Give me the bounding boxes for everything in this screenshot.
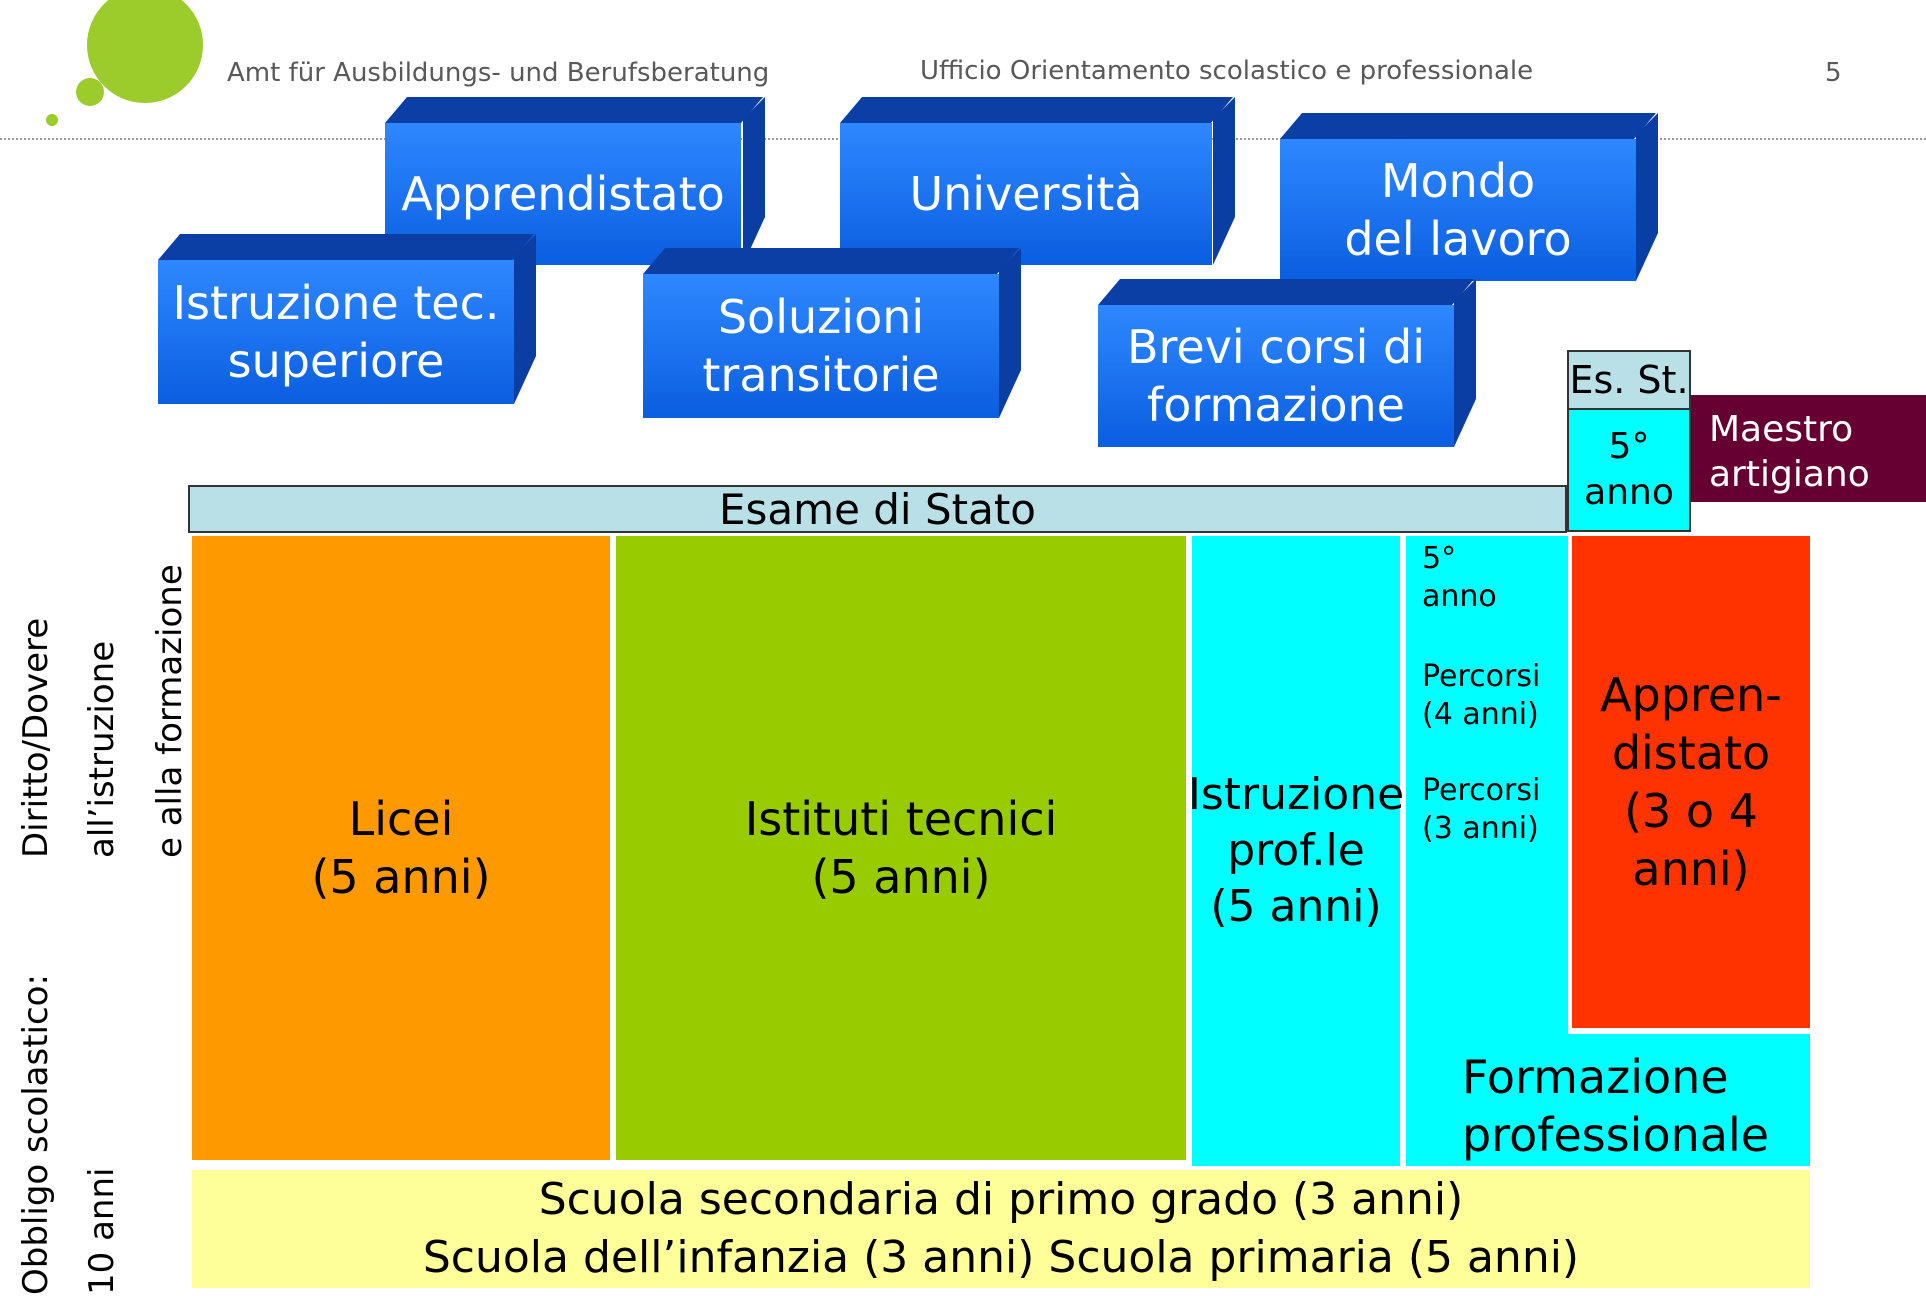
maestro-line1: Maestro	[1709, 409, 1854, 450]
percorsi4-line1: Percorsi	[1422, 659, 1541, 694]
formazione-quinto-line2: anno	[1422, 579, 1497, 614]
istituti-tecnici-block: Istituti tecnici (5 anni)	[616, 536, 1186, 1160]
base-line2: Scuola dell’infanzia (3 anni) Scuola pri…	[422, 1232, 1580, 1283]
mondo-label-line1: Mondo	[1380, 154, 1536, 208]
quinto-anno-top-line2: anno	[1584, 472, 1674, 513]
percorsi-4-anni: Percorsi (4 anni)	[1422, 658, 1540, 734]
appr-line2: distato	[1611, 726, 1771, 780]
percorsi4-line2: (4 anni)	[1422, 697, 1539, 732]
prof-line3: (5 anni)	[1210, 881, 1382, 932]
brevi-line1: Brevi corsi di	[1126, 320, 1426, 374]
label-all-istruzione: all’istruzione	[82, 640, 122, 858]
appr-line1: Appren-	[1600, 668, 1782, 722]
percorsi3-line1: Percorsi	[1422, 773, 1541, 808]
es-st-label: Es. St.	[1569, 358, 1689, 402]
prof-line1: Istruzione	[1187, 769, 1405, 820]
es-st-box: Es. St.	[1567, 350, 1691, 410]
appr-line4: anni)	[1632, 842, 1750, 896]
formazione-label-line2: professionale	[1462, 1108, 1770, 1162]
apprendistato-label: Apprendistato	[401, 167, 725, 221]
header-center-text: Ufficio Orientamento scolastico e profes…	[920, 56, 1534, 86]
label-dieci-anni: 10 anni	[82, 1167, 122, 1295]
brevi-line2: formazione	[1147, 378, 1405, 432]
formazione-quinto-anno: 5° anno	[1422, 540, 1497, 616]
formazione-label-line1: Formazione	[1462, 1050, 1729, 1104]
licei-line2: (5 anni)	[311, 850, 491, 904]
prof-line2: prof.le	[1227, 825, 1365, 876]
page-number: 5	[1825, 58, 1842, 88]
maestro-artigiano-box: Maestro artigiano	[1691, 395, 1926, 502]
formazione-bottom	[1406, 1034, 1810, 1166]
maestro-line2: artigiano	[1709, 454, 1870, 495]
appr-line3: (3 o 4	[1624, 784, 1758, 838]
box-brevi-corsi: Brevi corsi di formazione	[1098, 279, 1476, 447]
box-soluzioni-transitorie: Soluzioni transitorie	[643, 248, 1021, 418]
label-diritto-dovere: Diritto/Dovere	[16, 617, 56, 858]
esame-di-stato-bar: Esame di Stato	[188, 484, 1567, 534]
header-left-text: Amt für Ausbildungs- und Berufsberatung	[227, 58, 770, 88]
percorsi-3-anni: Percorsi (3 anni)	[1422, 772, 1540, 848]
licei-line1: Licei	[348, 792, 454, 846]
box-mondo-del-lavoro: Mondo del lavoro	[1280, 113, 1658, 281]
tecnici-line2: (5 anni)	[811, 850, 991, 904]
percorsi3-line2: (3 anni)	[1422, 811, 1539, 846]
istruzione-prof-block: Istruzione prof.le (5 anni)	[1188, 536, 1404, 1166]
mondo-label-line2: del lavoro	[1344, 212, 1572, 266]
universita-label: Università	[909, 167, 1143, 221]
apprendistato-block: Appren- distato (3 o 4 anni)	[1572, 536, 1810, 1028]
esame-di-stato-label: Esame di Stato	[719, 484, 1036, 534]
soluzioni-line2: transitorie	[702, 348, 940, 402]
formazione-professionale-label: Formazione professionale	[1462, 1048, 1769, 1164]
label-obbligo-scolastico: Obbligo scolastico:	[16, 974, 56, 1295]
box-istruzione-tec-superiore: Istruzione tec. superiore	[158, 234, 536, 404]
licei-block: Licei (5 anni)	[192, 536, 610, 1160]
base-block: Scuola secondaria di primo grado (3 anni…	[192, 1170, 1810, 1288]
box-universita: Università	[840, 97, 1235, 265]
soluzioni-line1: Soluzioni	[717, 290, 925, 344]
base-line1: Scuola secondaria di primo grado (3 anni…	[538, 1174, 1464, 1225]
logo	[0, 0, 220, 140]
istruzione-tec-line2: superiore	[227, 334, 445, 388]
quinto-anno-top-line1: 5°	[1608, 426, 1650, 467]
logo-circles-icon	[46, 0, 203, 126]
label-alla-formazione: e alla formazione	[150, 564, 190, 858]
quinto-anno-top-box: 5° anno	[1567, 410, 1691, 532]
tecnici-line1: Istituti tecnici	[744, 792, 1058, 846]
istruzione-tec-line1: Istruzione tec.	[172, 276, 500, 330]
formazione-quinto-line1: 5°	[1422, 541, 1457, 576]
